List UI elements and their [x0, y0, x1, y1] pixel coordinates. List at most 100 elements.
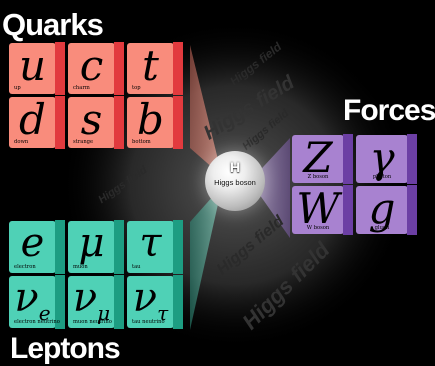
leptons-name-label: muon neutrino: [73, 318, 112, 325]
quarks-cube-side: [173, 42, 183, 95]
force-beam: [250, 138, 290, 238]
quarks-title: Quarks: [2, 7, 104, 42]
quarks-symbol-letter: t: [142, 41, 159, 90]
quarks-symbol: d: [9, 99, 56, 141]
forces-cube-face: [292, 135, 344, 183]
forces-name-label: gluon: [374, 224, 390, 231]
quarks-name-label: charm: [73, 84, 90, 91]
forces-cube-face: [356, 186, 408, 234]
quarks-cube-face: [127, 97, 174, 148]
higgs-boson-sphere: [205, 151, 265, 211]
leptons-symbol: ντ: [127, 278, 174, 323]
forces-symbol-letter: W: [296, 184, 340, 233]
quarks-symbol-letter: u: [18, 41, 47, 90]
quarks-symbol: b: [127, 99, 174, 141]
quarks-symbol-letter: s: [80, 95, 103, 144]
leptons-cube-face: [9, 221, 56, 273]
forces-title: Forces: [343, 94, 435, 127]
quarks-name-label: strange: [73, 138, 94, 145]
quark-beam: [190, 45, 222, 176]
forces-symbol: Z: [292, 137, 344, 179]
leptons-symbol-subscript: τ: [157, 301, 169, 325]
leptons-cube-side: [173, 220, 183, 274]
quarks-symbol: s: [68, 99, 115, 141]
forces-cube-side: [407, 134, 417, 184]
quarks-name-label: bottom: [132, 138, 151, 145]
quarks-cube-side: [55, 42, 65, 95]
quarks-cube-face: [127, 43, 174, 94]
leptons-symbol-subscript: μ: [97, 301, 111, 325]
leptons-cube-face: [127, 221, 174, 273]
quarks-cube-face: [68, 97, 115, 148]
quarks-cube-face: [9, 43, 56, 94]
leptons-cube-face: [9, 276, 56, 328]
leptons-symbol: τ: [127, 223, 174, 263]
leptons-cube-face: [127, 276, 174, 328]
quarks-name-label: top: [132, 84, 141, 91]
leptons-symbol: νe: [9, 278, 56, 323]
leptons-name-label: tau: [132, 263, 141, 270]
leptons-symbol: νμ: [68, 278, 115, 323]
quarks-symbol: u: [9, 45, 56, 87]
leptons-symbol: μ: [68, 223, 115, 263]
leptons-symbol-letter: ν: [132, 275, 158, 321]
leptons-symbol-letter: τ: [139, 220, 162, 266]
leptons-title: Leptons: [10, 332, 121, 365]
quarks-cube-side: [173, 96, 183, 149]
forces-name-label: Z boson: [307, 173, 329, 180]
leptons-symbol-letter: ν: [72, 275, 98, 321]
leptons-symbol-letter: μ: [78, 220, 105, 266]
quarks-symbol: c: [68, 45, 115, 87]
quarks-cube-side: [114, 42, 124, 95]
leptons-cube-side: [114, 275, 124, 329]
quarks-symbol-letter: b: [137, 95, 164, 144]
forces-cube-side: [407, 185, 417, 235]
forces-symbol-letter: g: [368, 184, 396, 233]
leptons-name-label: electron: [14, 263, 36, 270]
forces-name-label: W boson: [306, 224, 330, 231]
forces-symbol: W: [292, 188, 344, 230]
quarks-cube-face: [9, 97, 56, 148]
leptons-symbol-letter: ν: [14, 275, 39, 321]
leptons-name-label: electron neutrino: [14, 318, 60, 325]
leptons-cube-face: [68, 276, 115, 328]
leptons-name-label: tau neutrino: [132, 318, 165, 325]
forces-cube-face: [292, 186, 344, 234]
leptons-symbol: e: [9, 223, 56, 263]
lepton-beam: [190, 186, 222, 330]
leptons-cube-side: [114, 220, 124, 274]
leptons-name-label: muon: [73, 263, 88, 270]
forces-name-label: photon: [372, 173, 392, 180]
quarks-name-label: up: [14, 84, 21, 91]
leptons-cube-face: [68, 221, 115, 273]
quarks-cube-side: [114, 96, 124, 149]
leptons-cube-side: [173, 275, 183, 329]
quarks-symbol: t: [127, 45, 174, 87]
quarks-cube-side: [55, 96, 65, 149]
quarks-symbol-letter: d: [19, 95, 46, 144]
leptons-symbol-letter: e: [20, 220, 45, 266]
leptons-cube-side: [55, 220, 65, 274]
forces-symbol-letter: γ: [369, 133, 395, 182]
forces-symbol: γ: [356, 137, 408, 179]
forces-symbol-letter: Z: [303, 133, 333, 182]
forces-cube-side: [343, 134, 353, 184]
quarks-symbol-letter: c: [79, 41, 104, 90]
quarks-name-label: down: [14, 138, 29, 145]
